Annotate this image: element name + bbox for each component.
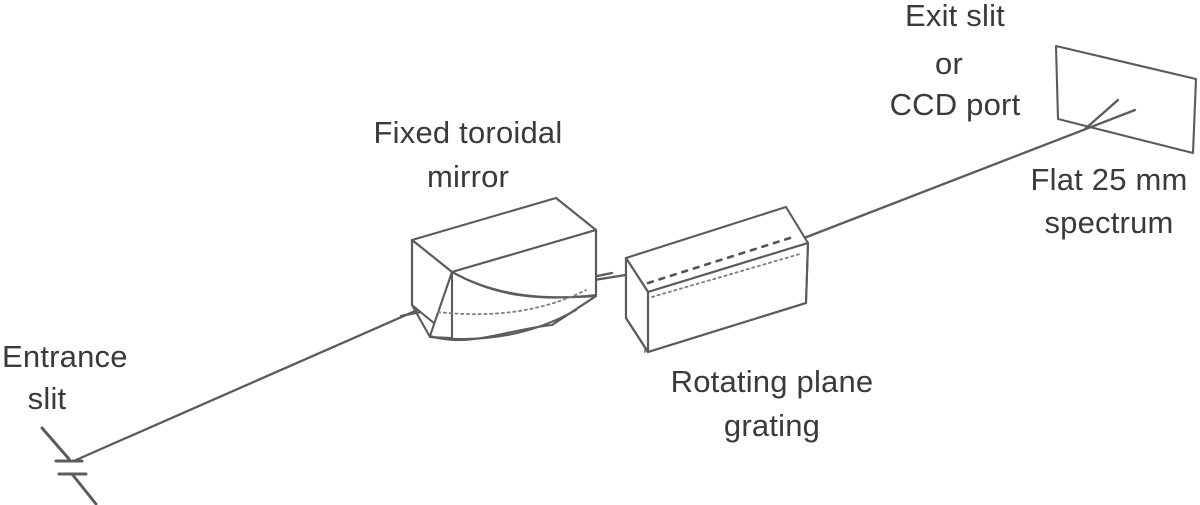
plane-grating-label-line2: grating (724, 408, 820, 443)
diagram-labels: Entrance slit Fixed toroidal mirror Rota… (2, 0, 1187, 443)
exit-port-label-line1: Exit slit (905, 0, 1005, 33)
toroidal-mirror-body (410, 196, 598, 342)
exit-port-label-line3: CCD port (890, 87, 1021, 122)
toroidal-mirror-label-line1: Fixed toroidal (374, 115, 563, 150)
beam-paths (74, 98, 1137, 462)
grating-groove-lines-secondary (651, 253, 801, 298)
mirror-front-left-inner-edge (428, 270, 454, 340)
exit-port-label-line2: or (935, 46, 963, 81)
mirror-surface-top-curve (450, 270, 598, 299)
exit-plane-quad (1054, 44, 1198, 155)
diffracted-beam-ray (771, 108, 1137, 252)
mirror-surface-hint (437, 289, 587, 316)
entrance-slit-lower-jaw (70, 472, 98, 505)
diffracted-beam-tail (1083, 98, 1120, 131)
exit-plane-body (1054, 44, 1198, 155)
flat-spectrum-label-line2: spectrum (1044, 205, 1173, 240)
input-beam-ray (74, 288, 465, 462)
toroidal-mirror-label-line2: mirror (427, 159, 509, 194)
mirror-front-left-edge (410, 238, 432, 339)
flat-spectrum-label-line1: Flat 25 mm (1030, 162, 1187, 197)
entrance-slit-label-line2: slit (28, 381, 67, 416)
entrance-slit-upper-jaw (40, 426, 71, 461)
entrance-slit-label-line1: Entrance (2, 339, 128, 374)
plane-grating-body (624, 205, 810, 354)
grating-right-vertical (804, 241, 810, 305)
entrance-slit-marks (40, 426, 98, 505)
plane-grating-label-line1: Rotating plane (671, 364, 874, 399)
grating-groove-lines (646, 236, 792, 285)
